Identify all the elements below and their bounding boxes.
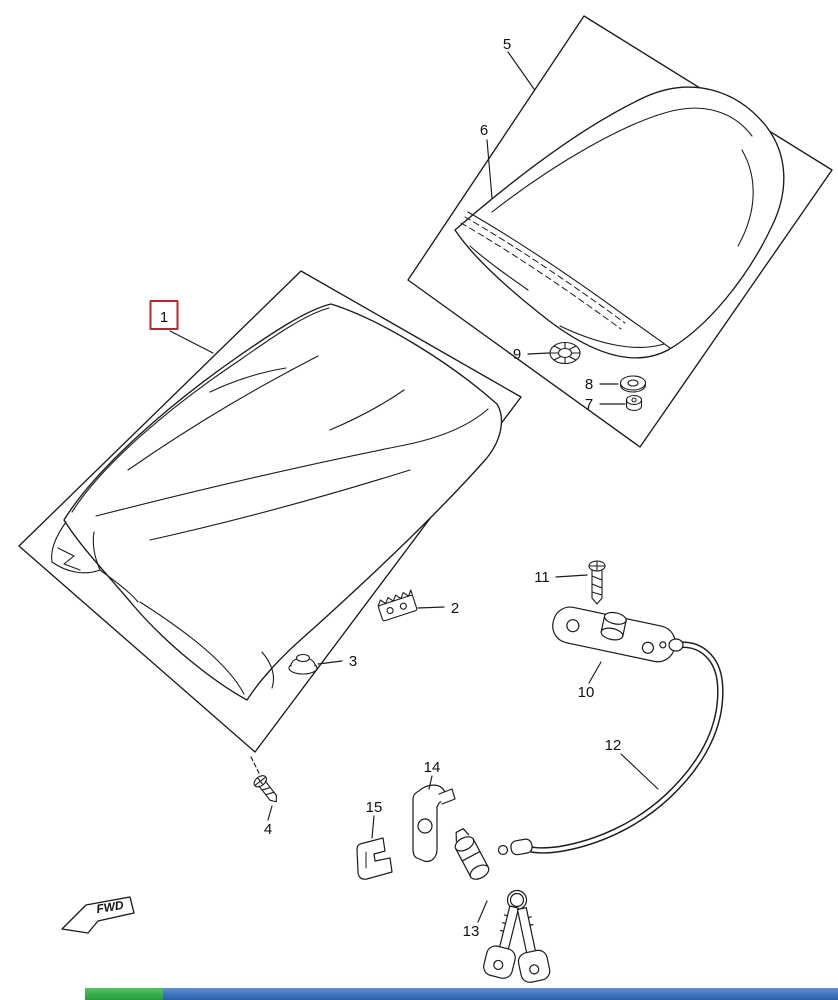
main-seat-drawing [51,303,503,701]
part-label-15[interactable]: 15 [366,799,383,816]
fwd-label: FWD [95,898,125,916]
part-label-4[interactable]: 4 [264,821,272,838]
part-4-drawing [253,775,277,803]
part-13-drawing [454,828,551,983]
part-label-8[interactable]: 8 [585,376,593,393]
part-9-drawing [549,341,581,365]
key-right [516,907,551,983]
part-label-14[interactable]: 14 [424,759,441,776]
part-12-drawing [497,638,724,856]
part-label-10[interactable]: 10 [578,684,595,701]
part-label-9[interactable]: 9 [513,346,521,363]
part-label-11[interactable]: 11 [534,569,550,586]
fwd-arrow-icon [61,896,135,934]
key-left [483,905,520,979]
part-label-13[interactable]: 13 [463,923,480,940]
seat-band-drawing [460,211,671,349]
part-label-7[interactable]: 7 [585,396,593,413]
part-label-2[interactable]: 2 [451,600,459,617]
part-label-1[interactable]: 1 [160,309,168,326]
part-2-drawing [377,589,418,622]
part-8-drawing [619,375,647,393]
part-7-drawing [625,394,643,412]
part-1-highlight-box [149,300,179,330]
main-enclosure-box [18,270,522,753]
bottom-bar-white-segment [0,988,85,1000]
part-11-drawing [588,560,606,605]
part-label-3[interactable]: 3 [349,653,357,670]
rear-seat-drawing [454,86,785,359]
part-15-drawing [356,837,393,880]
part-label-6[interactable]: 6 [480,122,488,139]
part-10-drawing [552,606,676,663]
fwd-marker [61,896,135,934]
part-label-5[interactable]: 5 [503,36,511,53]
leader-lines [169,51,659,923]
bottom-bar-blue-segment [163,988,838,1000]
bottom-bar [0,988,838,1000]
part-14-drawing [412,784,456,863]
part-3-drawing [288,653,318,675]
part-label-12[interactable]: 12 [605,737,622,754]
bottom-bar-green-segment [85,988,163,1000]
